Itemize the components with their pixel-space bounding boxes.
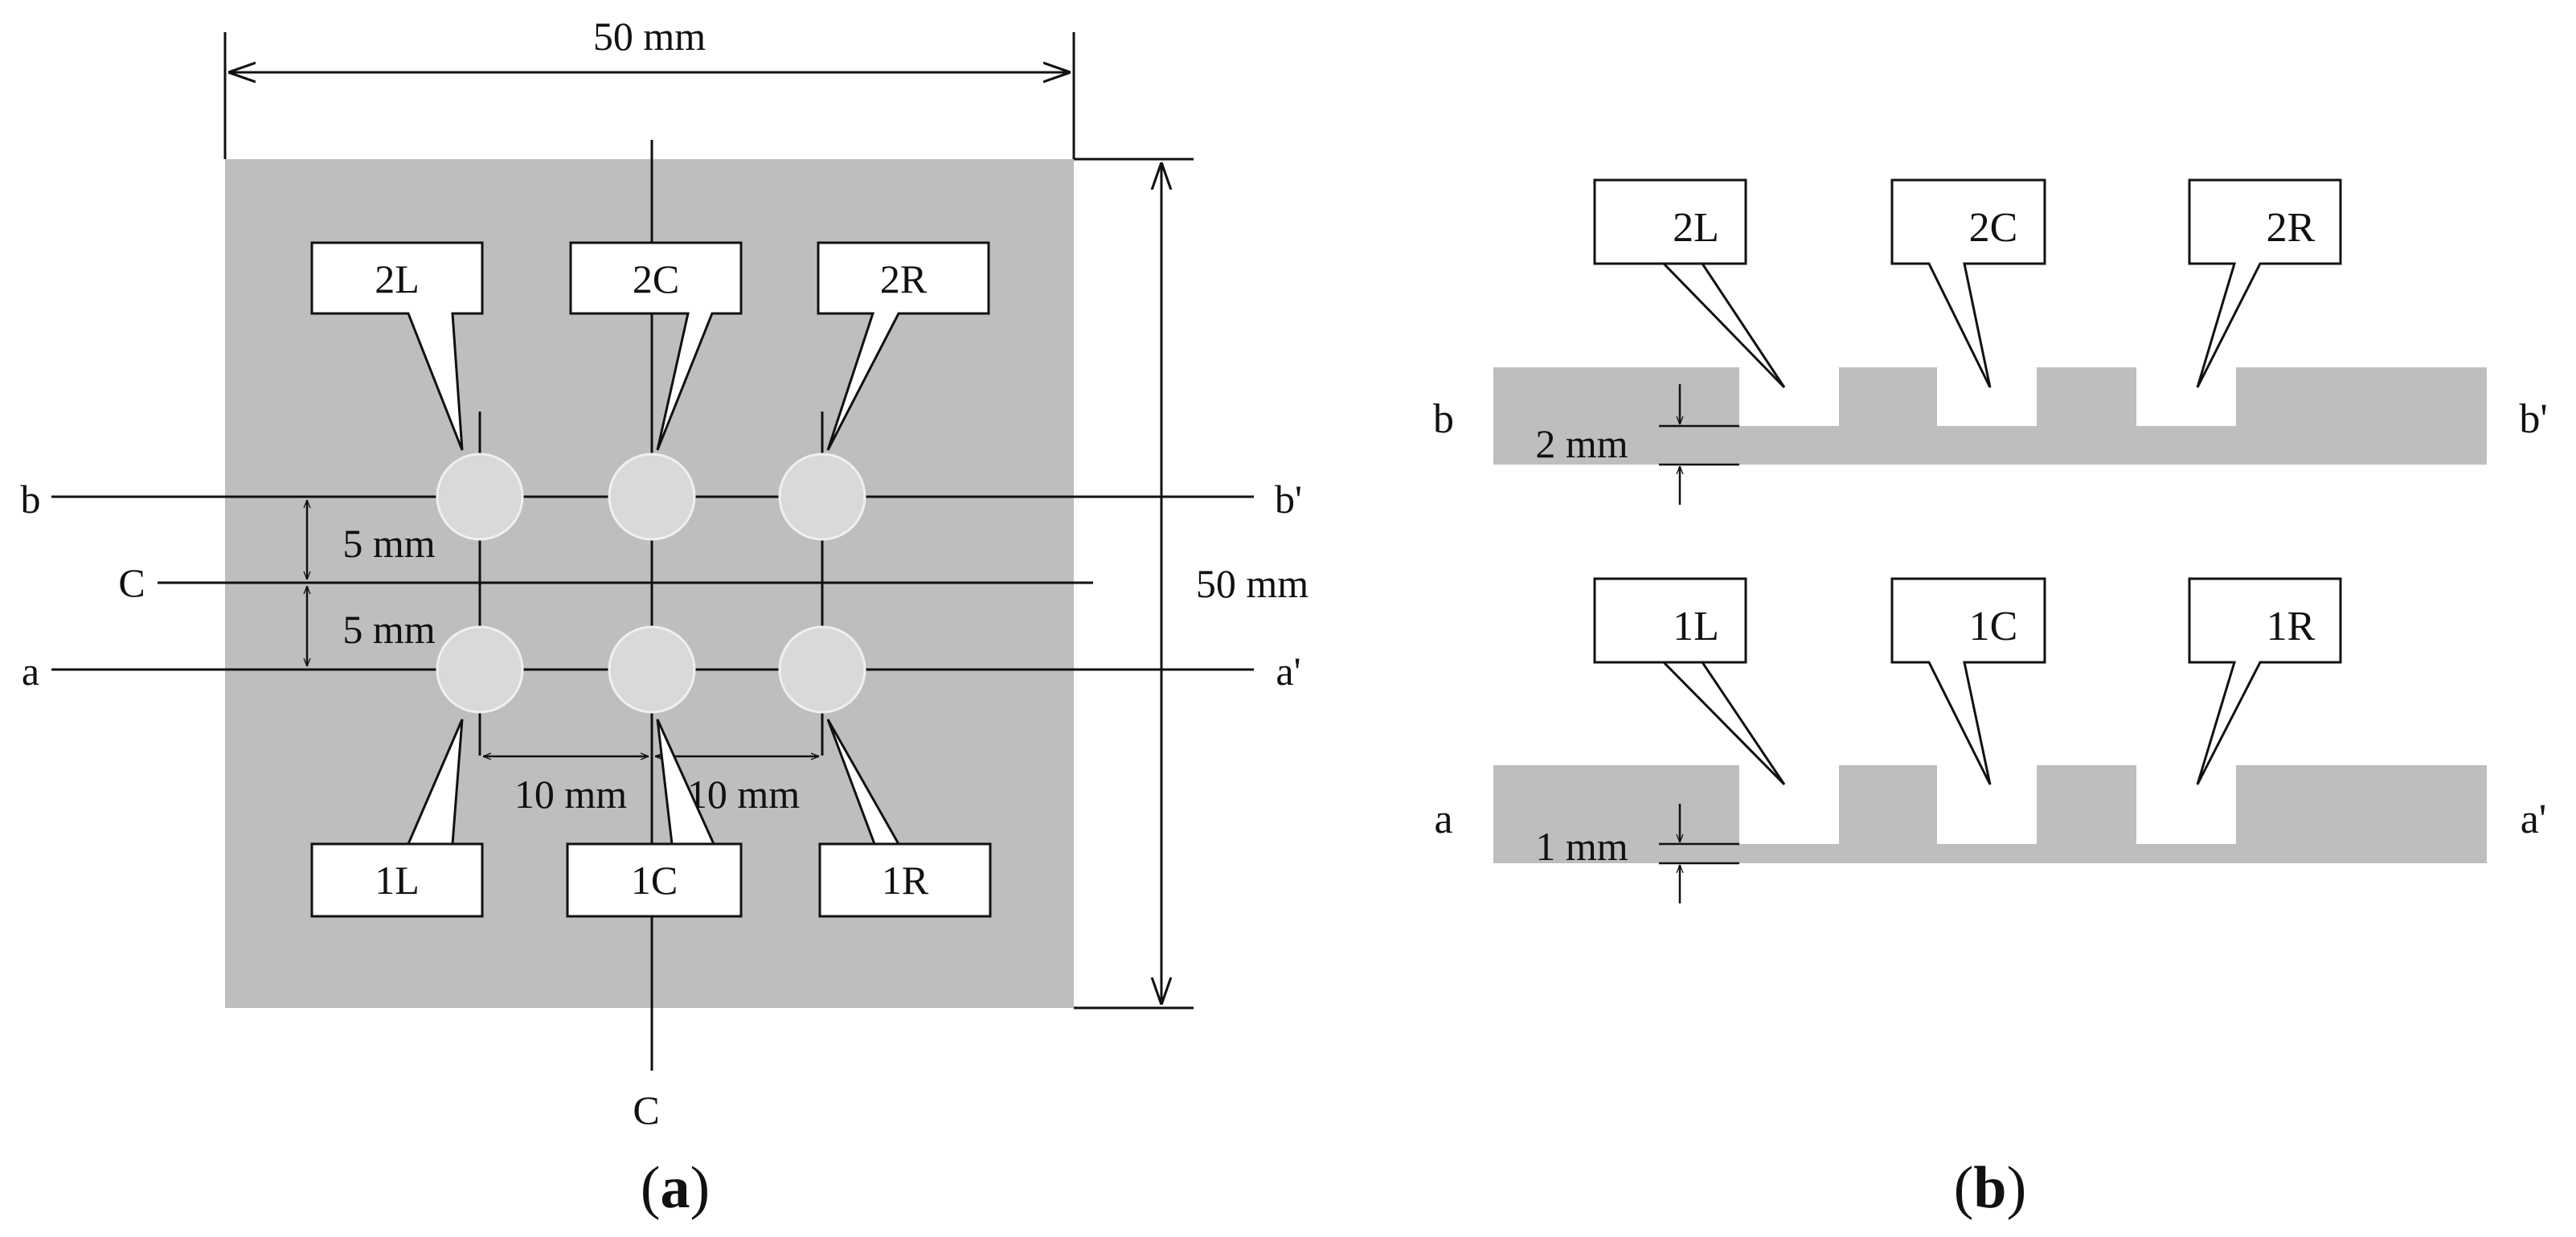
callouts-top-a bbox=[310, 241, 990, 451]
callout-1r-a-label: 1R bbox=[882, 858, 929, 903]
callout-2r-b-label: 2R bbox=[2267, 205, 2316, 251]
section-b-right-label: b' bbox=[2519, 396, 2547, 442]
dim-10mm-right-label: 10 mm bbox=[687, 772, 800, 817]
caption-b: (b) bbox=[1954, 1155, 2026, 1221]
holes bbox=[436, 453, 866, 714]
section-b-left-label: b bbox=[1433, 396, 1454, 442]
dimension-height bbox=[1074, 158, 1194, 1010]
callout-2c-a-label: 2C bbox=[633, 256, 679, 301]
callout-2c-b bbox=[1890, 178, 2046, 388]
panel-b: b b' 2 mm 2L 2C 2R a a' 1 mm bbox=[1433, 178, 2548, 1221]
caption-a: (a) bbox=[641, 1155, 710, 1221]
callout-1l-a-label: 1L bbox=[375, 858, 420, 903]
callout-2l-a-label: 2L bbox=[375, 256, 420, 301]
label-c-left: C bbox=[118, 560, 145, 605]
callouts-bottom-b bbox=[1593, 577, 2342, 786]
callout-2l-a bbox=[310, 241, 484, 451]
callout-2c-b-label: 2C bbox=[1969, 205, 2018, 251]
callout-2l-b-label: 2L bbox=[1673, 205, 1719, 251]
label-a: a bbox=[22, 649, 39, 694]
hole-2c bbox=[608, 453, 696, 541]
dim-10mm-left-label: 10 mm bbox=[514, 772, 627, 817]
callout-2l-b bbox=[1593, 178, 1786, 389]
callout-1r-b bbox=[2188, 577, 2342, 785]
section-a-right-label: a' bbox=[2521, 797, 2546, 842]
hole-1r bbox=[778, 625, 866, 714]
label-a-prime: a' bbox=[1276, 649, 1300, 694]
cross-section-a bbox=[1493, 765, 2487, 863]
label-b-prime: b' bbox=[1275, 477, 1302, 522]
section-a-left-label: a bbox=[1434, 797, 1452, 842]
dim-5mm-upper-label: 5 mm bbox=[342, 521, 435, 566]
depth-lower-label: 1 mm bbox=[1535, 824, 1628, 869]
label-c-bottom: C bbox=[633, 1087, 659, 1133]
label-b: b bbox=[21, 477, 41, 522]
panel-a: 50 mm 50 mm b b' C a a' C 5 mm 5 mm bbox=[21, 14, 1309, 1221]
callout-1l-a bbox=[310, 719, 484, 918]
depth-dimension-lower bbox=[1659, 804, 1739, 903]
hole-2r bbox=[778, 453, 866, 541]
depth-dimension-upper bbox=[1659, 384, 1739, 505]
callout-1r-b-label: 1R bbox=[2267, 604, 2316, 649]
callouts-top-b bbox=[1593, 178, 2342, 389]
callout-1c-b-label: 1C bbox=[1969, 604, 2018, 649]
callout-2r-a bbox=[817, 241, 990, 451]
dimension-width bbox=[223, 32, 1075, 159]
hole-1l bbox=[436, 625, 524, 714]
cross-section-b bbox=[1493, 367, 2487, 465]
dim-5mm-lower-label: 5 mm bbox=[342, 607, 435, 652]
callout-1c-a-label: 1C bbox=[631, 858, 678, 903]
callout-1r-a bbox=[818, 719, 992, 918]
callout-2r-b bbox=[2188, 178, 2342, 388]
callout-2r-a-label: 2R bbox=[880, 256, 928, 301]
callout-2c-a bbox=[569, 241, 743, 451]
callouts-bottom-a bbox=[310, 719, 992, 918]
callout-1l-b-label: 1L bbox=[1673, 604, 1719, 649]
callout-1l-b bbox=[1593, 577, 1786, 786]
dim-width-label: 50 mm bbox=[593, 14, 706, 59]
depth-upper-label: 2 mm bbox=[1535, 421, 1628, 466]
hole-1c bbox=[608, 625, 696, 714]
hole-2l bbox=[436, 453, 524, 541]
callout-1c-a bbox=[566, 719, 743, 918]
callout-1c-b bbox=[1890, 577, 2046, 785]
dim-height-label: 50 mm bbox=[1196, 561, 1308, 606]
